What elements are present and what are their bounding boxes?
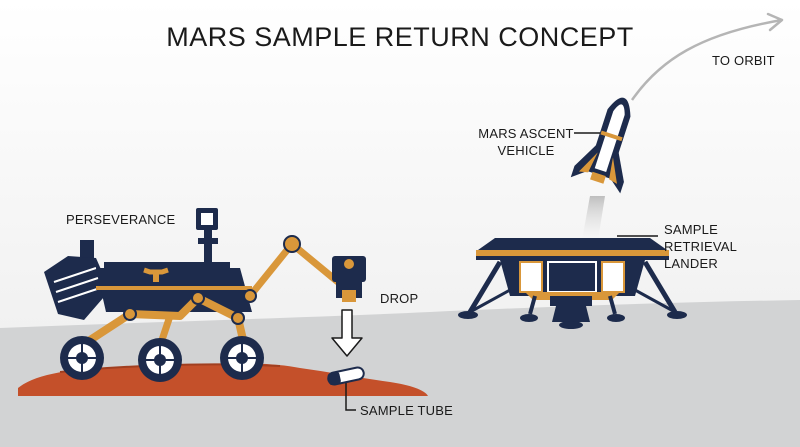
rover-wheel [60, 336, 104, 380]
perseverance-rover [44, 208, 366, 382]
page-title: MARS SAMPLE RETURN CONCEPT [166, 22, 634, 52]
mars-ascent-vehicle [570, 97, 631, 194]
to-orbit-label: TO ORBIT [712, 53, 775, 68]
drop-arrow-icon [331, 309, 363, 357]
rover-wheel [220, 336, 264, 380]
ascent-vehicle-label-line2: VEHICLE [497, 143, 555, 158]
drop-label: DROP [380, 291, 419, 306]
ascent-vehicle-label-line1: MARS ASCENT [478, 126, 574, 141]
soil-mound [18, 363, 428, 396]
tube-leader-line [345, 380, 356, 411]
sample-tube [327, 366, 365, 386]
mars-ground [0, 300, 800, 447]
rocket-exhaust [582, 196, 605, 240]
perseverance-label: PERSEVERANCE [66, 212, 176, 227]
retrieval-lander-label-line1: SAMPLE [664, 222, 718, 237]
sample-tube-label: SAMPLE TUBE [360, 403, 453, 418]
retrieval-lander-label: SAMPLE RETRIEVAL LANDER [664, 221, 737, 272]
orbit-trajectory [630, 18, 783, 101]
retrieval-lander-label-line2: RETRIEVAL [664, 239, 738, 254]
rover-wheel [138, 338, 182, 382]
orbit-arrow-icon [766, 12, 784, 32]
ascent-vehicle-label: MARS ASCENT VEHICLE [478, 125, 574, 159]
sample-retrieval-lander [458, 238, 687, 329]
retrieval-lander-label-line3: LANDER [664, 256, 718, 271]
